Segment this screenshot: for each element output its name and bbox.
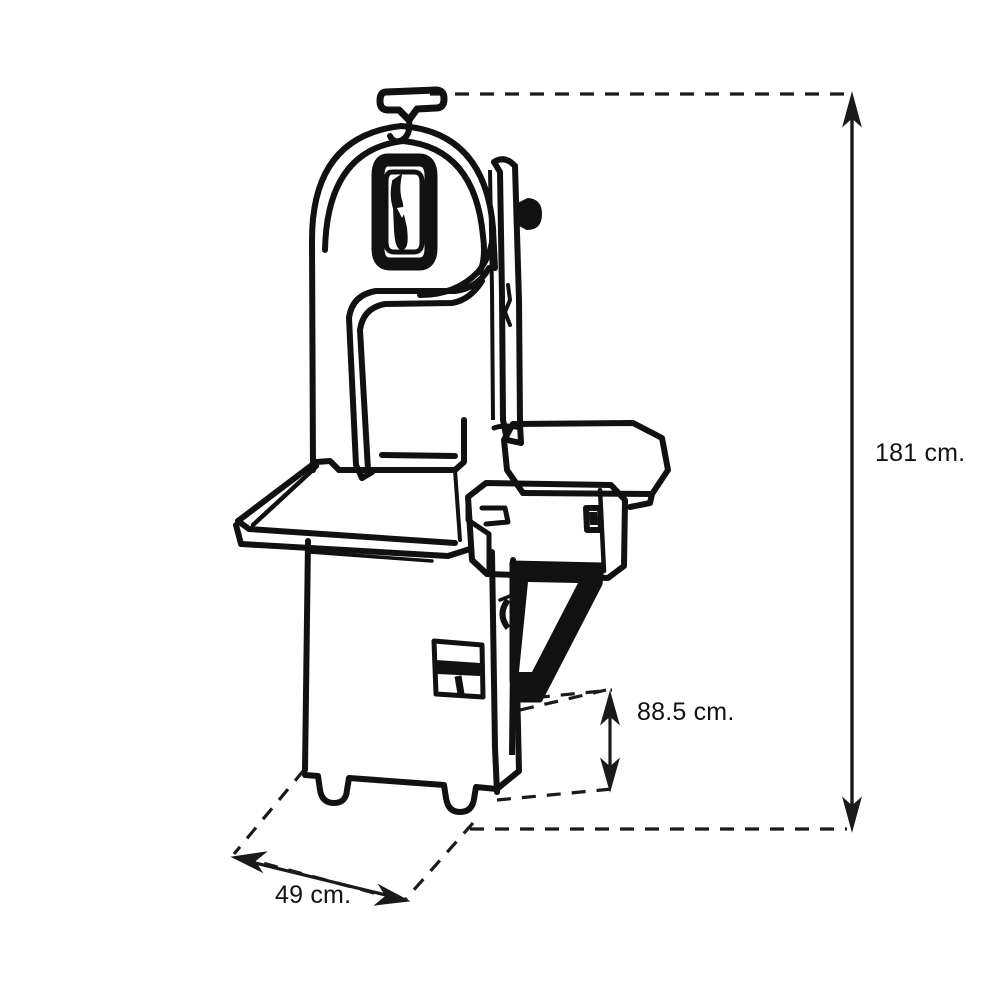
sliding-carriage bbox=[465, 420, 671, 581]
support-brace bbox=[499, 560, 605, 756]
table-left-bevel bbox=[235, 458, 342, 524]
dim-line-depth bbox=[242, 858, 399, 900]
housing-outline-inner bbox=[322, 138, 487, 275]
guide-lower-block bbox=[491, 423, 523, 431]
column-left bbox=[491, 159, 510, 443]
table-back-edge bbox=[336, 417, 467, 473]
arrowhead-total-bottom bbox=[842, 796, 862, 833]
column-right bbox=[512, 163, 524, 446]
carriage-notch bbox=[479, 505, 511, 527]
brace-vertical bbox=[509, 565, 517, 756]
brace-void bbox=[519, 582, 578, 672]
brace-kink bbox=[499, 598, 511, 630]
column-top-cap bbox=[491, 156, 518, 169]
dimension-label-depth: 49 cm. bbox=[275, 881, 352, 909]
table-crease bbox=[308, 550, 434, 563]
table-top-front bbox=[235, 518, 458, 546]
housing-right-shoulder bbox=[417, 225, 497, 298]
housing-outline bbox=[309, 123, 498, 473]
dimension-label-total-height: 181 cm. bbox=[875, 439, 966, 467]
guard-left-edge-inner bbox=[357, 327, 371, 473]
ground-left-edge bbox=[232, 768, 306, 856]
cabinet-left-edge bbox=[302, 538, 311, 773]
door-latch-handle bbox=[371, 153, 438, 271]
arrowhead-work-bottom bbox=[600, 757, 620, 793]
carriage-guide-left bbox=[465, 494, 492, 575]
table-left-inner bbox=[250, 463, 320, 528]
top-bracket bbox=[376, 86, 448, 145]
cabinet-bottom-feet bbox=[302, 772, 500, 815]
latch-ring-outer bbox=[371, 153, 438, 271]
ground-right-edge bbox=[402, 821, 475, 903]
table-front-edge bbox=[233, 522, 473, 559]
carriage-square-fill bbox=[589, 512, 598, 525]
carriage-box bbox=[465, 480, 628, 581]
carriage-right-crease bbox=[597, 487, 607, 574]
latch-ring-inner bbox=[383, 169, 425, 255]
arrowhead-work-top bbox=[600, 690, 620, 726]
housing-left-bottom bbox=[310, 459, 319, 473]
bracket-hook bbox=[387, 117, 413, 145]
guard-foot bbox=[359, 469, 375, 481]
pusher-plate-lip bbox=[627, 491, 655, 510]
ext-line-work-bottom bbox=[496, 787, 613, 802]
cabinet-door-latch bbox=[431, 638, 486, 700]
guard-left-edge bbox=[346, 315, 365, 481]
base-cabinet bbox=[302, 538, 522, 815]
guard-top-curve-inner bbox=[357, 278, 485, 333]
guard-bottom bbox=[379, 452, 458, 459]
latch-bar bbox=[436, 660, 480, 676]
table-back-right bbox=[453, 468, 462, 542]
arrowhead-depth-right bbox=[373, 883, 411, 906]
knob-body bbox=[514, 197, 543, 231]
dimension-label-work-height: 88.5 cm. bbox=[637, 698, 735, 726]
bracket-plate bbox=[376, 86, 448, 124]
latch-lever bbox=[390, 173, 408, 251]
blade-tension-knob bbox=[514, 197, 543, 231]
latch-lever-highlight bbox=[397, 206, 408, 218]
arrowhead-total-top bbox=[842, 91, 862, 128]
column-bottom-cap bbox=[504, 437, 524, 446]
upper-wheel-housing bbox=[309, 123, 498, 473]
cabinet-right-edge bbox=[489, 549, 500, 795]
blade-guide-column bbox=[491, 156, 524, 446]
latch-stem bbox=[454, 675, 465, 695]
pusher-plate-top bbox=[510, 420, 671, 497]
arrowhead-depth-left bbox=[230, 851, 268, 874]
work-table bbox=[233, 417, 473, 563]
latch-outline bbox=[431, 638, 486, 700]
dimension-arrows bbox=[230, 91, 862, 906]
guide-bracket bbox=[503, 283, 512, 327]
blade-guard bbox=[346, 265, 492, 481]
